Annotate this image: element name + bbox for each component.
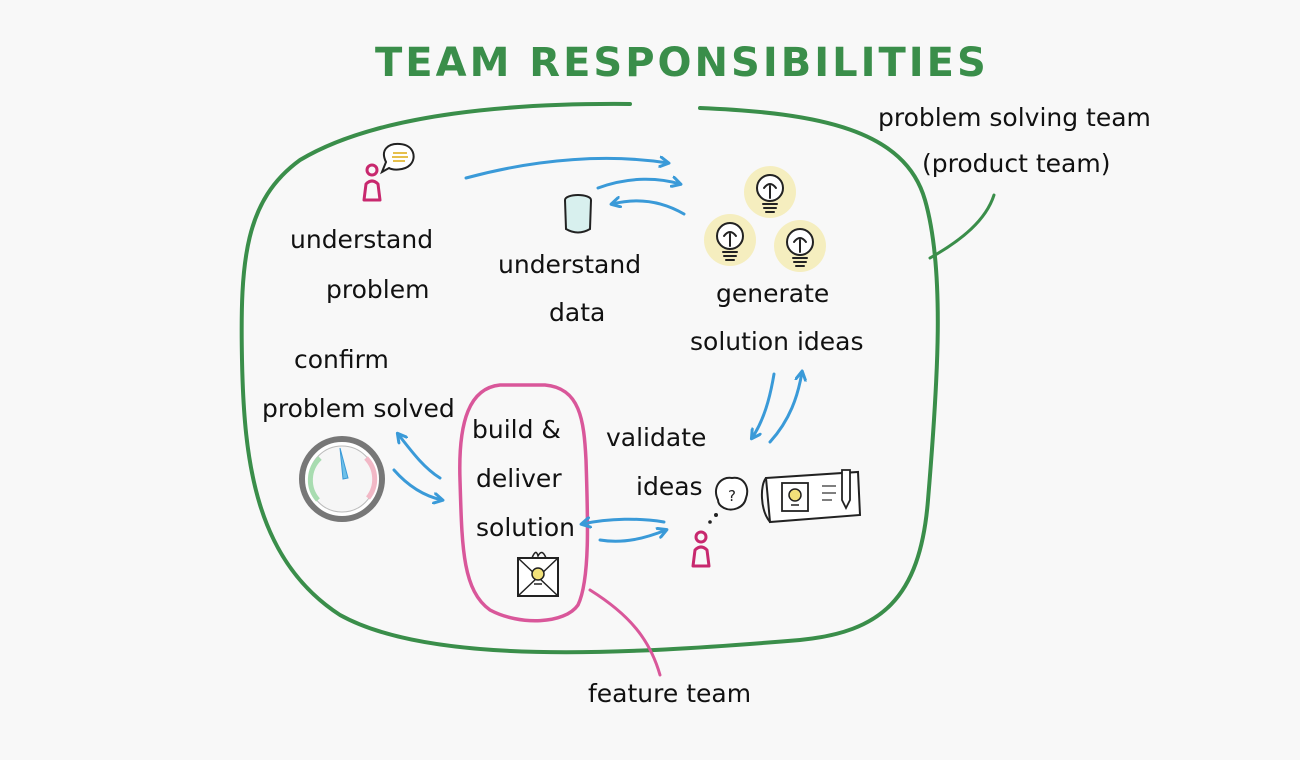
arrow-problem-to-ideas [464, 158, 668, 180]
build-deliver-line2: deliver [476, 464, 562, 493]
gauge-icon [299, 436, 385, 522]
node-generate-ideas: generate solution ideas [690, 166, 864, 356]
lightbulb-icon [774, 220, 826, 272]
node-validate-ideas: validate ideas ? [606, 423, 862, 568]
understand-problem-line1: understand [290, 225, 433, 254]
build-deliver-line3: solution [476, 513, 575, 542]
confirm-solved-line1: confirm [294, 345, 389, 374]
generate-ideas-line1: generate [716, 279, 829, 308]
understand-data-line1: understand [498, 250, 641, 279]
validate-ideas-line2: ideas [636, 472, 703, 501]
node-confirm-solved: confirm problem solved [262, 345, 455, 522]
diagram-title: TEAM RESPONSIBILITIES [375, 40, 989, 86]
person-thinking-icon: ? [691, 476, 749, 568]
package-icon [517, 551, 559, 597]
understand-data-line2: data [549, 298, 605, 327]
confirm-solved-line2: problem solved [262, 394, 455, 423]
arrow-data-to-ideas [596, 179, 680, 190]
arrow-ideas-to-data [612, 201, 686, 216]
build-deliver-line1: build & [472, 415, 561, 444]
arrow-ideas-to-validate [752, 372, 776, 438]
blueprint-icon [760, 469, 862, 524]
team-label-line1: problem solving team [878, 103, 1151, 132]
feature-team-pointer [588, 588, 662, 677]
validate-ideas-line1: validate [606, 423, 706, 452]
problem-solving-team-boundary [239, 101, 940, 655]
lightbulb-icon [704, 214, 756, 266]
arrow-confirm-to-build [392, 468, 442, 500]
team-label-pointer [928, 193, 996, 260]
arrow-build-to-validate [598, 530, 666, 543]
lightbulb-icon [744, 166, 796, 218]
arrow-validate-to-build [582, 519, 666, 524]
node-understand-problem: understand problem [290, 142, 433, 304]
data-cylinder-icon [564, 194, 592, 234]
team-label-line2: (product team) [922, 149, 1110, 178]
arrow-validate-to-ideas [768, 372, 802, 444]
svg-text:?: ? [728, 487, 736, 505]
generate-ideas-line2: solution ideas [690, 327, 864, 356]
feature-team-label: feature team [588, 679, 751, 708]
node-understand-data: understand data [498, 194, 641, 327]
person-speaking-icon [362, 142, 415, 202]
understand-problem-line2: problem [326, 275, 429, 304]
arrows [392, 158, 802, 543]
arrow-build-to-confirm [398, 434, 442, 480]
feature-team-boundary [458, 383, 590, 623]
node-build-deliver: build & deliver solution [472, 415, 575, 597]
